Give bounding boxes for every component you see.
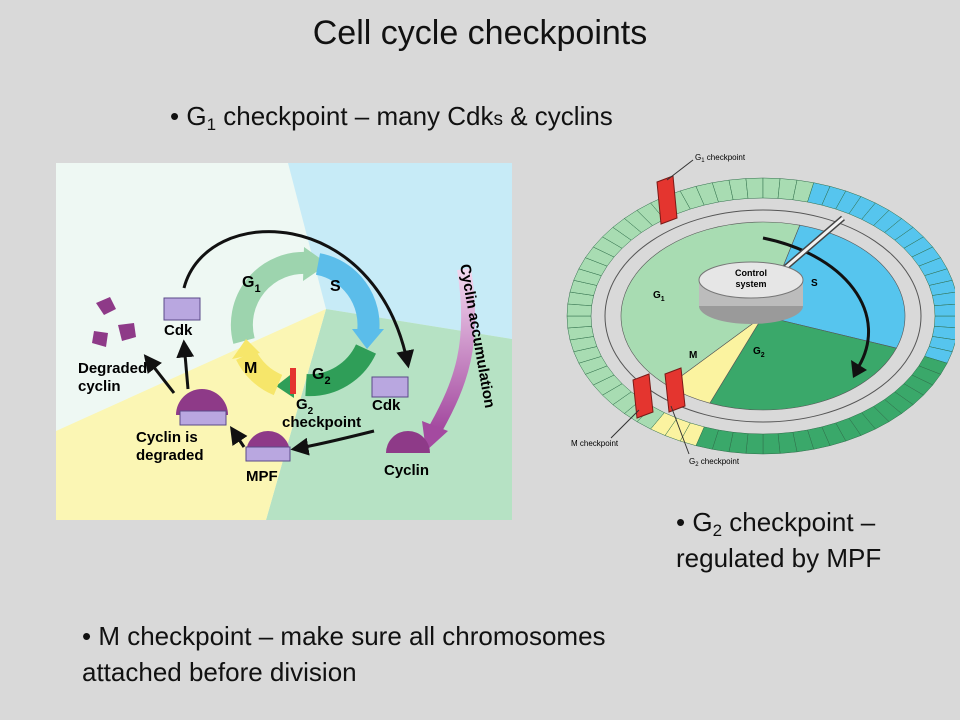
ring-label-m: M (244, 360, 257, 377)
ring-label-g2: G2 (312, 366, 331, 387)
m-checkpoint-gate (632, 373, 654, 419)
mpf-label: MPF (246, 468, 278, 485)
cyclin-accumulation-arrowhead (422, 421, 448, 451)
ring-segment (566, 315, 592, 329)
degraded-cyclin-fragment (92, 331, 108, 347)
bullet-g1-checkpoint: • G1 checkpoint – many Cdks & cyclins (170, 98, 613, 138)
g2-phase-region (266, 309, 512, 520)
ring-segment (934, 303, 955, 317)
phase-pie (620, 221, 906, 411)
mpf-cdk-shape (245, 446, 291, 462)
pie-label-s: S (811, 278, 818, 289)
ring-segment (566, 303, 592, 317)
m-arrowhead (232, 339, 260, 359)
bullet-g2-checkpoint: • G2 checkpoint – regulated by MPF (676, 504, 881, 576)
g1-checkpoint-leader (666, 159, 694, 181)
cdk-recycle-arrow (182, 230, 415, 369)
g1-checkpoint-label: G1 checkpoint (695, 153, 746, 164)
m-ring-arrow (236, 349, 283, 396)
cyclin-to-mpf-arrow (290, 429, 375, 456)
mpf-to-degradation-arrow (230, 426, 248, 448)
bullet-g2-prefix: • G (676, 507, 713, 537)
cycle-arrow (762, 236, 871, 367)
control-arm-highlight (784, 216, 844, 270)
control-system-top (698, 261, 804, 299)
cdk-top-label: Cdk (164, 322, 193, 339)
degrading-cyclin-shape (176, 389, 228, 415)
degraded-cyclin-fragment (118, 323, 136, 341)
pie-sector-g2 (709, 315, 897, 411)
degradation-to-fragments-arrow (143, 354, 176, 394)
s-arrowhead (352, 329, 384, 349)
cyclin-cdk-cycle-figure: G1 S G2 M Cyclin accumulation Cdk Degrad… (56, 163, 512, 520)
g2-checkpoint-bar (290, 368, 296, 394)
degrading-cdk-shape (179, 410, 227, 426)
bullet-g1-small-s: s (493, 109, 504, 130)
ring-label-g1: G1 (242, 274, 261, 295)
ring-segment (745, 433, 764, 455)
degraded-to-cdk-arrow (176, 339, 195, 390)
g2-checkpoint-leader (670, 405, 690, 455)
ring-segment (762, 433, 781, 455)
bullet-g2-line1: • G2 checkpoint – (676, 504, 881, 540)
cycle-ring (566, 177, 955, 455)
g2-checkpoint-label: G2 checkpoint (689, 457, 740, 468)
s-phase-region (288, 163, 512, 339)
bullet-g2-subscript: 2 (712, 521, 723, 540)
ring-segment (745, 177, 764, 199)
bullet-g1-text: checkpoint – many Cdk (216, 101, 494, 131)
g2-arrowhead (276, 372, 294, 398)
g1-ring-arrow (230, 251, 309, 344)
bullet-g1-subscript: 1 (206, 115, 217, 134)
bullet-g2-line2: regulated by MPF (676, 543, 882, 573)
cdk-right-label: Cdk (372, 397, 401, 414)
m-checkpoint-label: M checkpoint (571, 439, 619, 448)
cdk-right-shape (371, 376, 409, 398)
g1-arrowhead (303, 247, 328, 281)
g2-ring-arrow (305, 343, 376, 397)
bullet-g2-text: checkpoint – (722, 507, 876, 537)
cdk-top-shape (163, 297, 201, 321)
bullet-g1-suffix: & cyclins (503, 101, 613, 131)
bullet-m-checkpoint: • M checkpoint – make sure all chromosom… (82, 618, 606, 690)
ring-segment (934, 315, 955, 329)
slide-title: Cell cycle checkpoints (312, 14, 648, 52)
cyclin-label: Cyclin (384, 462, 429, 479)
cyclin-shape (386, 431, 430, 453)
g1-checkpoint-gate (656, 175, 678, 225)
bullet-g1-prefix: • G (170, 101, 207, 131)
pie-label-g1: G1 (653, 290, 665, 303)
pie-label-g2: G2 (753, 346, 765, 359)
ring-label-s: S (330, 278, 341, 295)
ring-segment (762, 177, 781, 199)
s-ring-arrow (315, 253, 380, 335)
bullet-m-line1: • M checkpoint – make sure all chromosom… (82, 621, 606, 651)
m-checkpoint-leader (610, 409, 640, 439)
bullet-m-line2: attached before division (82, 657, 357, 687)
cyclin-accumulation-arrow (429, 267, 476, 432)
cycle-arrowhead (851, 360, 867, 378)
degraded-cyclin-fragment (96, 297, 116, 315)
g2-checkpoint-gate (664, 367, 686, 413)
pie-label-m: M (689, 350, 697, 361)
